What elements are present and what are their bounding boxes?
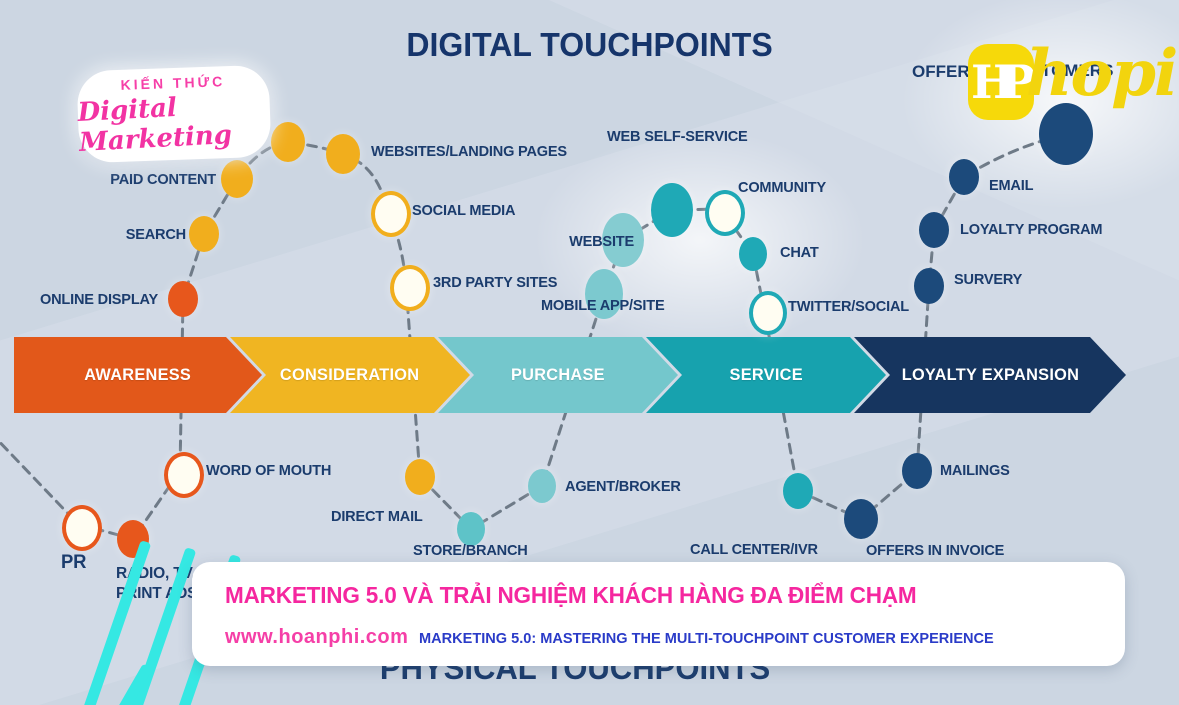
dot-offers-in-invoice — [844, 499, 878, 539]
stage-label: LOYALTY EXPANSION — [901, 365, 1079, 384]
hopi-logo-monogram: HP — [968, 44, 1035, 120]
badge-kicker: KIẾN THỨC — [120, 73, 226, 93]
caption-band: MARKETING 5.0 VÀ TRẢI NGHIỆM KHÁCH HÀNG … — [192, 562, 1125, 666]
dot-social-media — [371, 191, 411, 237]
dot-chat — [739, 237, 767, 271]
label-mailings: MAILINGS — [940, 462, 1010, 479]
dot-journey-dot — [271, 122, 305, 162]
label-store-branch: STORE/BRANCH — [413, 542, 528, 559]
dot-customers — [1039, 103, 1093, 165]
label-websites-landing-pages: WEBSITES/LANDING PAGES — [371, 143, 567, 160]
dot-paid-content — [221, 160, 253, 198]
stage-label: PURCHASE — [511, 365, 605, 384]
offers-label-fragment-right: TOMERS — [1041, 61, 1114, 80]
label-word-of-mouth: WORD OF MOUTH — [206, 462, 332, 479]
stage-label: SERVICE — [729, 365, 803, 384]
website-url: www.hoanphi.com — [225, 626, 409, 648]
label-call-center-ivr: CALL CENTER/IVR — [690, 541, 818, 558]
label-community: COMMUNITY — [738, 179, 826, 196]
dot-twitter-social — [749, 291, 787, 335]
knowledge-badge: KIẾN THỨC Digital Marketing — [76, 64, 272, 164]
label-chat: CHAT — [780, 244, 819, 261]
dot-mobile-app-site — [585, 269, 623, 319]
dot-online-display — [168, 281, 198, 317]
dot-websites-landing-pages — [326, 134, 360, 174]
dot-loyalty-program — [919, 212, 949, 248]
dot-pr — [62, 505, 102, 551]
dot-call-center-ivr — [783, 473, 813, 509]
label-direct-mail: DIRECT MAIL — [331, 508, 423, 525]
label-loyalty-program: LOYALTY PROGRAM — [960, 221, 1103, 238]
dot-direct-mail — [405, 459, 435, 495]
dot-email — [949, 159, 979, 195]
dot-search — [189, 216, 219, 252]
stage-loyalty-expansion: LOYALTY EXPANSION — [854, 337, 1126, 413]
label-mobile-app-site: MOBILE APP/SITE — [541, 297, 665, 314]
dot-agent-broker — [528, 469, 556, 503]
page-title: DIGITAL TOUCHPOINTS — [406, 26, 773, 63]
label-online-display: ONLINE DISPLAY — [39, 291, 158, 308]
label-email: EMAIL — [989, 177, 1034, 194]
dot-mailings — [902, 453, 932, 489]
label-pr: PR — [61, 552, 87, 573]
label-web-self-service: WEB SELF-SERVICE — [607, 128, 748, 145]
dot-web-self-service — [651, 183, 693, 237]
stage-purchase: PURCHASE — [438, 337, 678, 413]
label-3rd-party-sites: 3RD PARTY SITES — [433, 274, 558, 291]
label-offers-in-invoice: OFFERS IN INVOICE — [866, 542, 1005, 559]
offers-label-fragment-left: OFFERS — [912, 62, 981, 81]
dot-website — [602, 213, 644, 267]
stage-awareness: AWARENESS — [14, 337, 262, 413]
label-paid-content: PAID CONTENT — [110, 171, 216, 188]
background-glow — [520, 120, 880, 360]
stage-consideration: CONSIDERATION — [230, 337, 470, 413]
background-glow — [900, 0, 1179, 210]
label-social-media: SOCIAL MEDIA — [412, 202, 516, 219]
dot-word-of-mouth — [164, 452, 204, 498]
dot-store-branch — [457, 512, 485, 546]
badge-script-title: Digital Marketing — [76, 92, 233, 158]
label-search: SEARCH — [125, 226, 186, 243]
label-twitter-social: TWITTER/SOCIAL — [788, 298, 909, 315]
stage-label: CONSIDERATION — [280, 365, 420, 384]
dot-3rd-party-sites — [390, 265, 430, 311]
label-agent-broker: AGENT/BROKER — [565, 478, 681, 495]
dot-survery — [914, 268, 944, 304]
label-survery: SURVERY — [954, 271, 1023, 288]
caption-subtitle: MARKETING 5.0: MASTERING THE MULTI-TOUCH… — [419, 630, 994, 647]
stage-service: SERVICE — [646, 337, 886, 413]
stage-label: AWARENESS — [84, 365, 192, 384]
caption-headline: MARKETING 5.0 VÀ TRẢI NGHIỆM KHÁCH HÀNG … — [225, 582, 917, 608]
label-website: WEBSITE — [569, 233, 634, 250]
dot-community — [705, 190, 745, 236]
hopi-logo-wordmark: hopi — [1026, 36, 1178, 111]
